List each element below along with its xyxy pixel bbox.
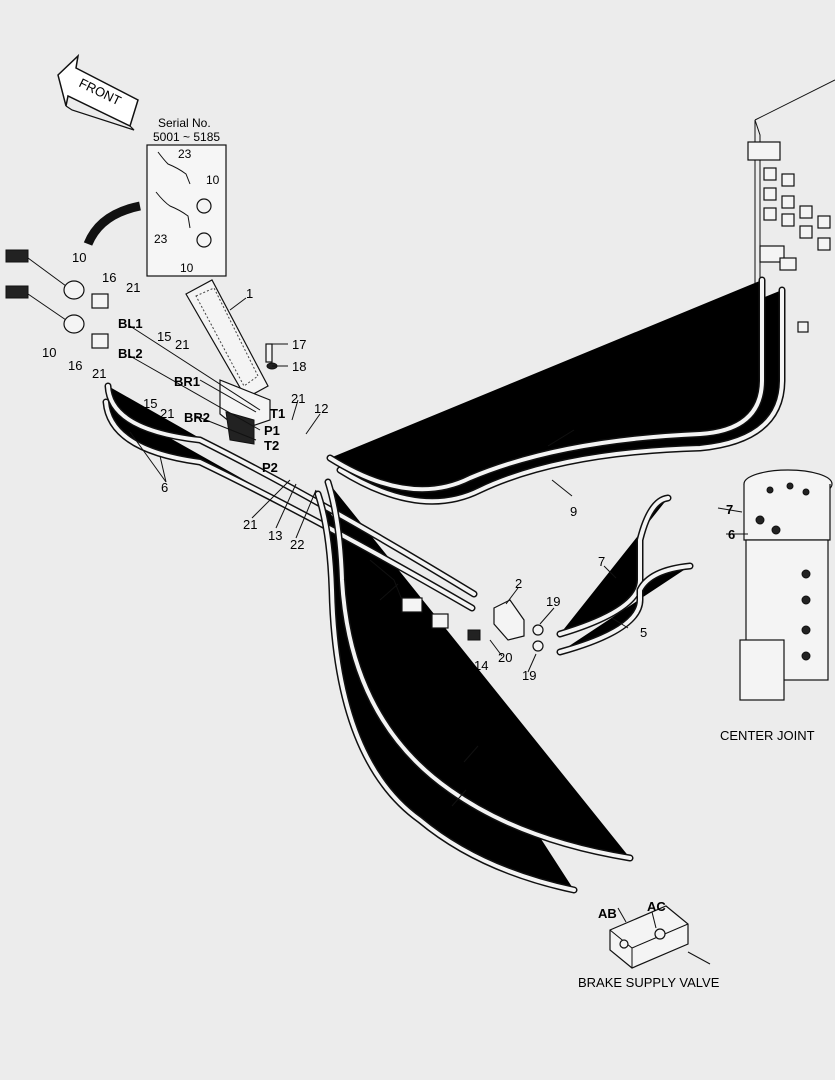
- label-part-17: 17: [292, 337, 306, 352]
- inset-label-23b: 23: [154, 232, 168, 246]
- brake-supply-valve: [609, 905, 711, 969]
- label-part-13: 13: [268, 528, 282, 543]
- port-center-joint-7: 7: [726, 502, 733, 517]
- part-labels: 1 2 3 4 5 6 7 8 9 10 10 11 12 13 14 15 1…: [42, 250, 647, 820]
- label-part-5: 5: [640, 625, 647, 640]
- label-part-3: 3: [481, 737, 488, 752]
- inset-label-10b: 10: [180, 261, 194, 275]
- label-part-10a: 10: [72, 250, 86, 265]
- port-t2: T2: [264, 438, 279, 453]
- pressure-switches: [5, 249, 109, 349]
- inset-pointer-arrow: [83, 201, 141, 246]
- manifold-block: [369, 559, 544, 652]
- label-part-21e: 21: [291, 391, 305, 406]
- port-br1: BR1: [174, 374, 200, 389]
- port-p2: P2: [262, 460, 278, 475]
- label-part-10b: 10: [42, 345, 56, 360]
- leader-lines: [129, 297, 748, 929]
- port-bl1: BL1: [118, 316, 143, 331]
- label-part-21g: 21: [445, 649, 459, 664]
- label-part-12: 12: [314, 401, 328, 416]
- label-part-16c: 16: [422, 642, 436, 657]
- caption-center-joint: CENTER JOINT: [720, 728, 815, 743]
- label-part-18: 18: [292, 359, 306, 374]
- label-part-19a: 19: [546, 594, 560, 609]
- label-part-15b: 15: [143, 396, 157, 411]
- label-part-23: 23: [366, 598, 380, 613]
- label-part-4: 4: [440, 805, 447, 820]
- inset-label-23a: 23: [178, 147, 192, 161]
- label-part-16a: 16: [102, 270, 116, 285]
- label-part-16b: 16: [68, 358, 82, 373]
- caption-brake-supply-valve: BRAKE SUPPLY VALVE: [578, 975, 720, 990]
- label-part-19b: 19: [522, 668, 536, 683]
- label-part-7: 7: [598, 554, 605, 569]
- serial-number-label: Serial No.: [158, 116, 211, 130]
- port-ac: AC: [647, 899, 666, 914]
- port-p1: P1: [264, 423, 280, 438]
- label-part-8: 8: [570, 416, 577, 431]
- label-part-14: 14: [474, 658, 488, 673]
- hoses: [106, 280, 782, 890]
- label-part-21b: 21: [92, 366, 106, 381]
- caption-oil-tank: OIL TANK: [688, 344, 746, 359]
- label-part-15a: 15: [157, 329, 171, 344]
- oil-tank: [747, 79, 835, 420]
- label-part-22: 22: [290, 537, 304, 552]
- label-part-21f: 21: [243, 517, 257, 532]
- label-part-11: 11: [398, 630, 412, 645]
- label-part-21c: 21: [175, 337, 189, 352]
- center-joint: [739, 469, 833, 701]
- label-part-9: 9: [570, 504, 577, 519]
- inset-label-10a: 10: [206, 173, 220, 187]
- port-labels: BL1 BL2 BR1 BR2 T1 P1 T2 P2 AB AC 7 6: [118, 316, 735, 921]
- front-arrow: FRONT: [57, 53, 139, 131]
- port-t1: T1: [270, 406, 285, 421]
- port-ab: AB: [598, 906, 617, 921]
- label-part-21a: 21: [126, 280, 140, 295]
- port-bl2: BL2: [118, 346, 143, 361]
- label-part-21d: 21: [160, 406, 174, 421]
- port-center-joint-6: 6: [728, 527, 735, 542]
- label-part-20: 20: [498, 650, 512, 665]
- port-br2: BR2: [184, 410, 210, 425]
- serial-number-range: 5001 ~ 5185: [153, 130, 220, 144]
- serial-inset-box: 23 10 23 10: [146, 144, 227, 277]
- label-part-1: 1: [246, 286, 253, 301]
- label-part-2: 2: [515, 576, 522, 591]
- label-part-6: 6: [161, 480, 168, 495]
